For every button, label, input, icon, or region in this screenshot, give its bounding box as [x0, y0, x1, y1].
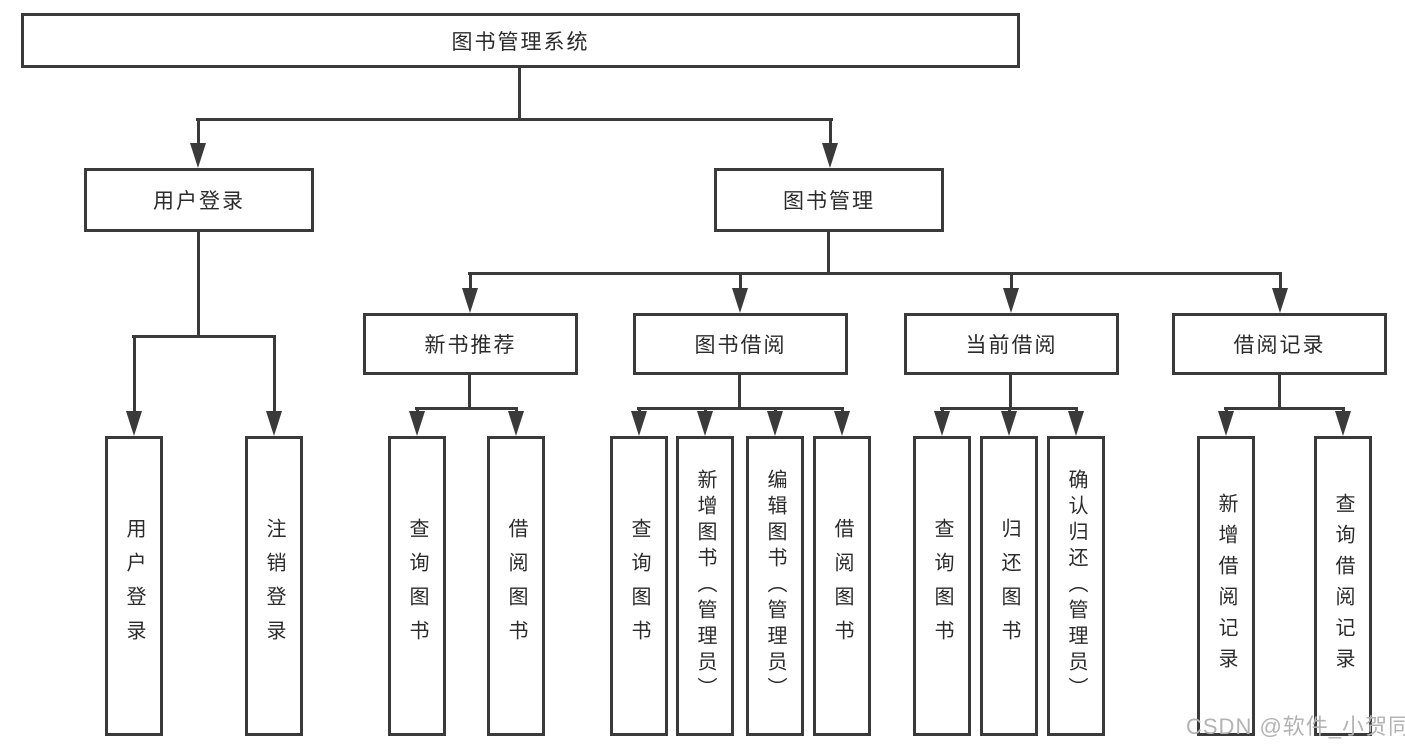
connector	[1224, 407, 1345, 410]
arrow-down-icon	[697, 408, 713, 436]
leaf-label: 新增图书（管理员）	[694, 469, 716, 703]
connector	[518, 66, 521, 120]
node-label: 图书借阅	[694, 334, 787, 357]
connector	[1009, 373, 1012, 409]
csdn-watermark: CSDN @软件_小贺同学	[1186, 714, 1405, 739]
node-library-system: 图书管理系统	[21, 13, 1020, 68]
arrow-down-icon	[767, 408, 783, 436]
node-label: 图书管理系统	[451, 30, 590, 54]
connector	[468, 373, 471, 409]
leaf-label: 用户登录	[123, 518, 145, 654]
leaf-borrow-books: 借阅图书	[813, 436, 871, 736]
arrow-down-icon	[934, 408, 950, 436]
arrow-down-icon	[1068, 408, 1084, 436]
node-label: 当前借阅	[965, 334, 1058, 357]
node-book-management: 图书管理	[714, 168, 944, 232]
arrow-down-icon	[1335, 408, 1351, 436]
leaf-edit-books-admin: 编辑图书（管理员）	[746, 436, 804, 736]
connector	[197, 230, 200, 337]
node-new-book-recommend: 新书推荐	[363, 313, 578, 375]
arrow-down-icon	[1001, 408, 1017, 436]
node-label: 图书管理	[783, 190, 875, 213]
node-label: 用户登录	[153, 190, 245, 213]
arrow-down-icon	[822, 119, 838, 168]
leaf-borrow-books-recommend: 借阅图书	[487, 436, 545, 736]
connector	[132, 335, 276, 338]
connector	[738, 373, 741, 409]
connector	[468, 272, 1282, 275]
arrow-down-icon	[409, 408, 425, 436]
leaf-label: 查询图书	[628, 518, 650, 654]
leaf-return-books: 归还图书	[980, 436, 1038, 736]
leaf-label: 新增借阅记录	[1215, 493, 1237, 679]
connector	[196, 118, 833, 121]
leaf-label: 查询借阅记录	[1332, 493, 1354, 679]
node-book-borrow: 图书借阅	[633, 313, 848, 375]
arrow-down-icon	[1003, 273, 1019, 313]
leaf-label: 查询图书	[406, 518, 428, 654]
leaf-query-borrow-record: 查询借阅记录	[1314, 436, 1372, 736]
leaf-logout-login: 注销登录	[245, 436, 303, 736]
leaf-label: 编辑图书（管理员）	[764, 469, 786, 703]
leaf-confirm-return-admin: 确认归还（管理员）	[1047, 436, 1105, 736]
leaf-label: 归还图书	[998, 518, 1020, 654]
leaf-add-books-admin: 新增图书（管理员）	[676, 436, 734, 736]
arrow-down-icon	[462, 273, 478, 313]
arrow-down-icon	[126, 336, 142, 436]
node-label: 新书推荐	[424, 334, 517, 357]
leaf-label: 查询图书	[931, 518, 953, 654]
leaf-label: 借阅图书	[831, 518, 853, 654]
arrow-down-icon	[1218, 408, 1234, 436]
connector	[637, 407, 844, 410]
connector	[415, 407, 518, 410]
leaf-query-books-borrow: 查询图书	[610, 436, 668, 736]
node-label: 借阅记录	[1233, 334, 1326, 357]
arrow-down-icon	[834, 408, 850, 436]
arrow-down-icon	[266, 336, 282, 436]
arrow-down-icon	[732, 273, 748, 313]
leaf-label: 确认归还（管理员）	[1065, 469, 1087, 703]
leaf-label: 借阅图书	[505, 518, 527, 654]
node-current-borrow: 当前借阅	[904, 313, 1119, 375]
leaf-label: 注销登录	[263, 518, 285, 654]
arrow-down-icon	[631, 408, 647, 436]
leaf-user-login: 用户登录	[105, 436, 163, 736]
node-borrow-records: 借阅记录	[1172, 313, 1387, 375]
node-user-login: 用户登录	[84, 168, 314, 232]
arrow-down-icon	[190, 119, 206, 168]
arrow-down-icon	[1272, 273, 1288, 313]
leaf-query-books-recommend: 查询图书	[388, 436, 446, 736]
arrow-down-icon	[508, 408, 524, 436]
leaf-query-books-current: 查询图书	[913, 436, 971, 736]
connector	[1278, 373, 1281, 409]
connector	[827, 230, 830, 274]
leaf-add-borrow-record: 新增借阅记录	[1197, 436, 1255, 736]
